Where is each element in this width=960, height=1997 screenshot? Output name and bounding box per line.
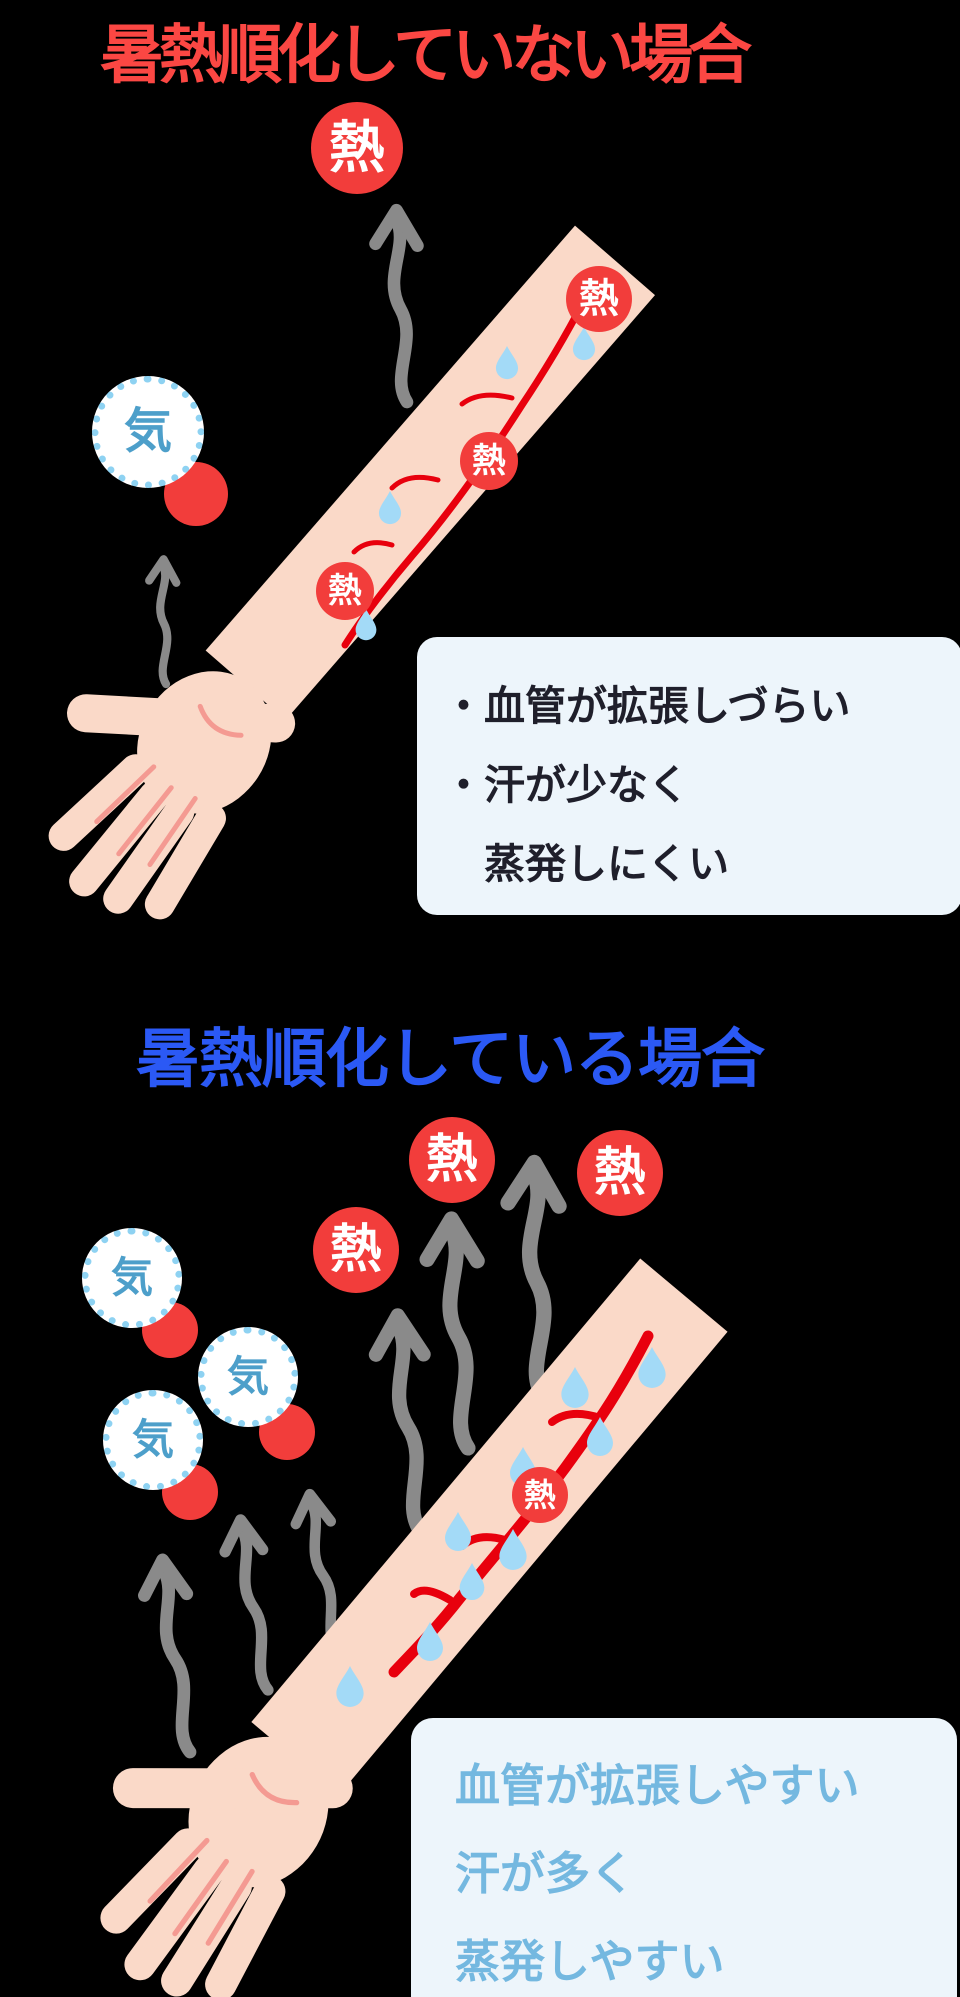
heat-wave-arrow [373, 209, 428, 404]
vessel-branch [389, 474, 441, 491]
heat-badge: 熱 [577, 1130, 663, 1216]
forearm [251, 1258, 728, 1796]
info-line: ・血管が拡張しづらい [443, 683, 851, 729]
heat-wave-arrow [220, 1517, 287, 1693]
heat-badge: 熱 [313, 1207, 399, 1293]
heat-wave-arrow [424, 1217, 494, 1450]
info-box-not-acclimatized: ・血管が拡張しづらい ・汗が少なく 蒸発しにくい [417, 637, 960, 915]
heat-badge: 熱 [409, 1117, 495, 1203]
vessel-branch [351, 540, 395, 555]
vapor-badge: 気 [198, 1327, 298, 1427]
vessel-branch [410, 1586, 454, 1604]
heat-badge: 熱 [512, 1467, 568, 1523]
info-line: 汗が多く [455, 1848, 636, 1899]
title-acclimatized: 暑熱順化している場合 [136, 1023, 765, 1095]
vessel-branch [459, 392, 515, 407]
info-line: 蒸発しやすい [455, 1936, 725, 1987]
vessel-branch [548, 1409, 604, 1426]
vapor-badge: 気 [82, 1228, 182, 1328]
vapor-badge: 気 [103, 1390, 203, 1490]
heat-wave-arrow [139, 1557, 211, 1755]
info-line: 蒸発しにくい [443, 841, 730, 887]
heat-badge: 熱 [311, 102, 403, 194]
vapor-badge: 気 [92, 376, 204, 488]
heat-badge: 熱 [460, 432, 518, 490]
bottom-arm-illustration [58, 1161, 728, 1997]
info-line: 血管が拡張しやすい [455, 1760, 860, 1811]
title-not-acclimatized: 暑熱順化していない場合 [100, 19, 752, 91]
info-line: ・汗が少なく [443, 762, 689, 808]
heat-wave-arrow [148, 559, 179, 685]
heat-wave-arrow [372, 1313, 445, 1535]
heat-badge: 熱 [316, 562, 374, 620]
heat-badge: 熱 [566, 266, 632, 332]
info-box-acclimatized: 血管が拡張しやすい 汗が多く 蒸発しやすい [411, 1718, 957, 1997]
